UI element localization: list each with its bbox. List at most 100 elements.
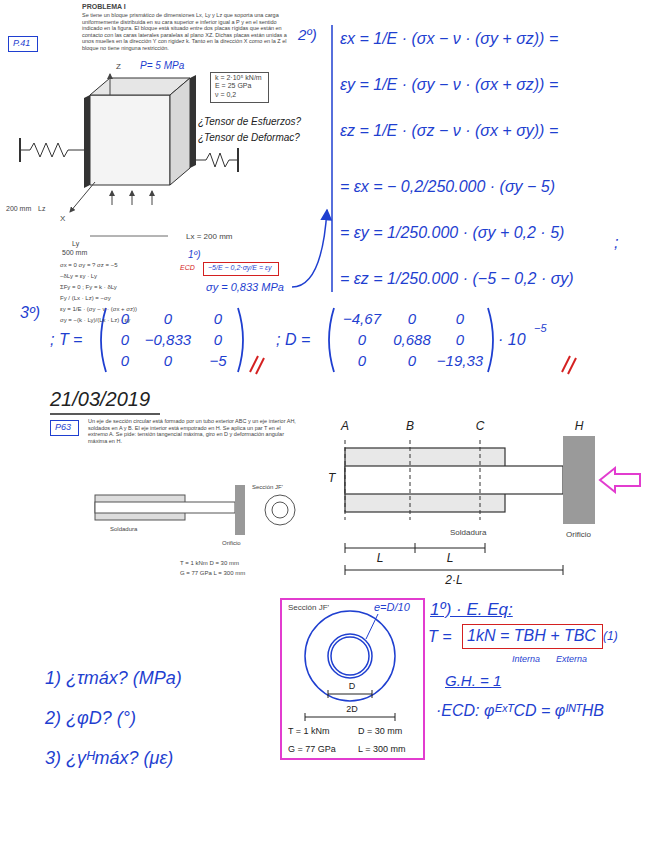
result-mark (562, 356, 570, 372)
note-text: Ly (72, 240, 79, 248)
boxed-note: −5/E − 0,2·σy/E = εy (203, 262, 279, 276)
note-text: 2º) (298, 26, 317, 43)
section-text: Sección JF' (288, 603, 329, 612)
section-line (345, 440, 346, 520)
note-text: Lx = 200 mm (186, 232, 232, 241)
note-text: Se tiene un bloque prismático de dimensi… (82, 12, 287, 52)
load-arrow (152, 191, 153, 205)
bracket-line (331, 25, 333, 292)
note-text: · 10 (498, 331, 526, 349)
note-text: σy = 0,833 MPa (206, 281, 284, 294)
axis-line (110, 74, 111, 95)
box-text: P.41 (13, 38, 33, 49)
dimension-tick (563, 565, 564, 575)
outer-circle (305, 611, 395, 701)
note-text: 0 (164, 310, 172, 327)
boxed-note: k = 2·10⁵ kN/mE = 25 GPaν = 0,2 (210, 72, 269, 103)
note-text: 500 mm (62, 249, 87, 257)
note-text: G = 77 GPa L = 300 mm (180, 570, 245, 577)
note-text: A (341, 420, 349, 434)
section-text: 2D (346, 704, 358, 714)
matrix-paren (488, 308, 493, 372)
section-sketch (265, 495, 295, 525)
note-text: 2) ¿φD? (°) (45, 708, 136, 729)
note-text: 3º) (20, 304, 40, 322)
dimension-tick (305, 713, 306, 721)
fixed-wall (563, 436, 595, 524)
note-text: Externa (556, 654, 587, 664)
note-text: L (447, 552, 454, 566)
note-text: −5 (534, 322, 547, 335)
boxed-note: P.41 (8, 36, 38, 52)
ring-circle (328, 634, 372, 678)
wall-sketch (235, 485, 245, 535)
note-text: 0 (408, 352, 416, 369)
note-text: 1º) · E. Eq: (430, 600, 513, 620)
shaft-sketch (95, 502, 235, 513)
load-arrow (132, 191, 133, 205)
note-text: 0 (164, 352, 172, 369)
note-text: ·ECD: φᴱˣᵀCD = φᴵᴺᵀHB (436, 702, 604, 720)
note-text: = εz = 1/250.000 · (−5 − 0,2 · σy) (340, 270, 574, 288)
section-frame: Sección JF'e=D/10D2DT = 1 kNmD = 30 mmG … (280, 598, 425, 760)
note-text: 0,688 (393, 331, 431, 348)
box-text: ν = 0,2 (215, 91, 264, 99)
spring-symbol (196, 153, 238, 167)
dimension-line (328, 694, 372, 695)
box-text: k = 2·10⁵ kN/m (215, 74, 264, 82)
box-text: 1kN = TBH + TBC (467, 626, 598, 645)
note-text: 0 (214, 331, 222, 348)
note-text: σy = −(k · Ly)/(Lx · Lz) · εy (60, 317, 130, 324)
section-text: L = 300 mm (358, 744, 405, 754)
wall-symbol (237, 148, 239, 172)
note-text: 0 (121, 310, 129, 327)
note-text: −19,33 (437, 352, 483, 369)
section-sketch (272, 502, 288, 518)
note-text: 1º) (188, 249, 201, 261)
note-text: −4,67 (343, 310, 381, 327)
note-text: 3) ¿γᴴmáx? (με) (45, 748, 173, 769)
link-arrow (292, 210, 327, 287)
note-text: −δLy = εy · Ly (60, 273, 97, 280)
box-text: E = 25 GPa (215, 82, 264, 90)
spring-symbol (20, 143, 84, 157)
note-text: 0 (121, 331, 129, 348)
ring-circle (331, 637, 369, 675)
note-text: Orificio (566, 530, 591, 539)
note-text: εy = 1/E · (σy − ν · (σx + σz)) = (340, 76, 558, 94)
boxed-note: P63 (50, 420, 79, 436)
note-text: 200 mm (6, 205, 31, 213)
dimension-tick (345, 543, 346, 553)
note-text: ECD (180, 264, 195, 272)
note-text: −0,833 (145, 331, 191, 348)
note-text: 1) ¿τmáx? (MPa) (45, 668, 182, 689)
section-line (410, 440, 411, 520)
note-text: Un eje de sección circular está formado … (88, 418, 298, 444)
rigid-plate (190, 75, 196, 168)
note-text: εx = 1/E · (σx − ν · (σy + σz)) = (340, 30, 558, 48)
note-text: 2·L (445, 574, 462, 588)
matrix-paren (329, 308, 334, 372)
note-text: εz = 1/E · (σz − ν · (σx + σy)) = (340, 122, 558, 140)
note-text: Soldadura (450, 528, 486, 537)
dimension-tick (345, 565, 346, 575)
inner-shaft (345, 466, 563, 494)
note-text: B (406, 420, 414, 434)
note-text: Fy / (Lx · Lz) = −σy (60, 295, 111, 302)
note-text: ¿Tensor de Esfuerzos? (198, 116, 301, 128)
section-text: T = 1 kNm (288, 726, 330, 736)
note-text: T (328, 472, 335, 486)
dimension-line (345, 570, 563, 571)
dimension-line (90, 236, 168, 237)
section-line (480, 440, 481, 520)
block-front (90, 95, 170, 185)
note-text: 0 (456, 331, 464, 348)
wall-symbol (19, 138, 21, 162)
note-text: = εx = − 0,2/250.000 · (σy − 5) (340, 178, 555, 196)
note-text: ¿Tensor de Deformac? (198, 132, 300, 144)
note-text: Z (116, 62, 121, 71)
dimension-tick (328, 690, 329, 698)
result-mark (250, 356, 258, 372)
note-text: ; D = (276, 331, 310, 349)
dimension-tick (415, 543, 416, 553)
